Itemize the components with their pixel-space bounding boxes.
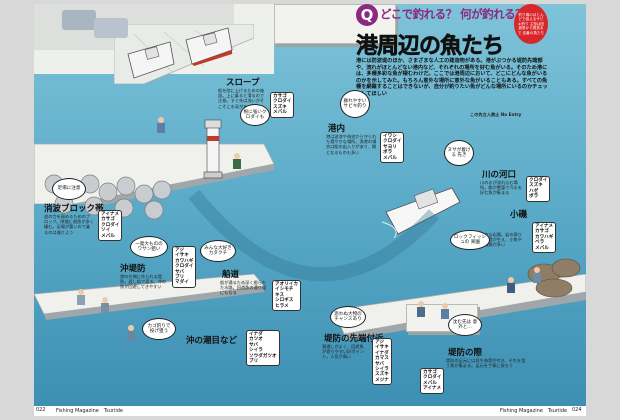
label-small-jetty: 小磯 [510,210,528,220]
fish-list-slope: カサゴクロダイスズキメバル [270,92,295,118]
question-banner: Q どこで釣れる？ 何が釣れる？ [356,4,527,30]
right-page-number: 024 [572,407,582,413]
desc-breakwater-block: 波の力を弱めるためのブロック。隙間に根魚が多く棲む。足場が悪いので乗るのは避けよ… [44,214,94,235]
speech-bubble-7: ヌサが着ける 先き [444,140,474,166]
no-entry-sign: この先立入禁止 No Entry [470,112,522,117]
fish-list-breakwater-block: アイナメカサゴクロダイソイメバル [98,210,123,242]
angler-1 [157,117,165,133]
lighthouse [203,119,223,179]
moored-boat-red [185,27,233,66]
page-title: 港周辺の魚たち [356,34,505,60]
label-breakwater-block: 消波ブロック帯 [44,204,104,214]
desc-small-jetty: 小さな岩場。岩の周りに海藻が生え、小魚や甲殻類が多い [480,232,522,248]
angler-5 [127,325,135,341]
desc-shipway: 船が通るため深く掘られた水路。回遊魚の通り道にもなる [220,280,267,296]
fish-list-harbor-inner: イワシクロダイサヨリボラメバル [380,132,405,164]
desc-breakwater-base: 堤防の足元には貝や海藻が付き、それを狙う魚が集まる。足元を丁寧に探ろう [446,358,526,369]
question-text: どこで釣れる？ 何が釣れる？ [380,7,527,21]
angler-8 [507,277,515,293]
label-river-mouth: 川の河口 [482,170,517,180]
desc-breakwater-tip: 潮通しがよく、回遊魚が寄りやすい好ポイント。人気が高い [322,344,364,360]
fish-list-breakwater-tip: アジイサキイナダカマスサバシイラスズキメジナ [372,338,392,386]
label-outer-breakwater: 沖堤防 [120,264,146,274]
fishing-boat-center [382,187,461,238]
left-page-number: 022 [36,407,46,413]
speech-bubble-9: 思わぬ大物の チャンスあり [330,306,366,328]
desc-river-mouth: 川の水が流れ込む場所。餌が豊富で汽水を好む魚が集まる [480,180,522,196]
fish-list-river-mouth: クロダイスズキハゼボラ [526,176,551,202]
speech-bubble-5: みんな大好き カタクチ [200,240,236,262]
label-breakwater-base: 堤防の際 [448,348,483,358]
speech-bubble-4: 一発大ものの ワサン狙い [130,236,168,258]
speech-bubble-3: 足場に注意 [52,178,86,200]
label-slope: スロープ [226,78,260,88]
car-2 [94,18,128,38]
speech-bubble-8: ロックフィッシュの 楽園 [450,230,490,250]
label-shipway: 船道 [222,270,240,280]
angler-9 [533,267,541,283]
red-badge: 釣り場のほとんどで狙えるサビキ釣り 主役は回遊魚から根魚まで 定番の魚たち [514,4,548,44]
speech-bubble-2: 群れやすいサビキ釣り [340,90,370,118]
harbor-illustration [34,4,586,406]
right-magazine-name: Fishing Magazine Tsuriide [500,408,567,414]
fish-list-small-jetty: アイナメカサゴカワハギベラメバル [532,222,557,254]
fish-list-shipway: アオリイカイシモチキスシロギスヒラメ [272,280,301,312]
moored-boat-white [127,41,175,79]
angler-6 [417,301,425,317]
left-magazine-name: Fishing Magazine Tsuriide [56,408,123,414]
fish-list-outer-breakwater: アジイサキカワハギクロダイサバブリマダイ [172,246,197,288]
angler-3 [77,289,85,305]
angler-7 [441,303,449,319]
fish-list-offshore-tide: イナダカツオサバシイラソウダガツオブリ [246,330,280,367]
shipway-arc [188,189,440,282]
angler-2 [233,153,241,169]
desc-outer-breakwater: 港の外側に作られる堤防。渡し船で渡る。沖の魚が回遊してきやすい [120,274,167,290]
q-mark: Q [356,4,378,26]
speech-bubble-10: 沈む先は 意外と… [448,314,482,336]
speech-bubble-1: 根に強いクロダイも [240,104,270,126]
car-1 [62,10,96,30]
desc-harbor-inner: 港は波浪や海流から守られた穏やかな場所。漁港の場合は船の出入りがあり、餌となるも… [326,134,377,155]
label-offshore-tide: 沖の潮目など [186,336,238,346]
angler-4 [101,297,109,313]
speech-bubble-6: カゴ釣りで 投げ狙う [142,318,176,340]
desc-slope: 船を陸に上げるための施設。上に乗ると滑るので注意。すぐ先は浅いがそこそこ水深があ… [218,88,265,109]
label-harbor-inner: 港内 [328,124,346,134]
intro-text: 港には防波堤のほか、さまざまな人工の建造物がある。港がぶつかる堤防先端部や、流れ… [356,58,548,97]
label-breakwater-tip: 堤防の先端付近 [324,334,384,344]
fish-list-breakwater-base: カサゴクロダイメバルアイナメ [420,368,445,394]
